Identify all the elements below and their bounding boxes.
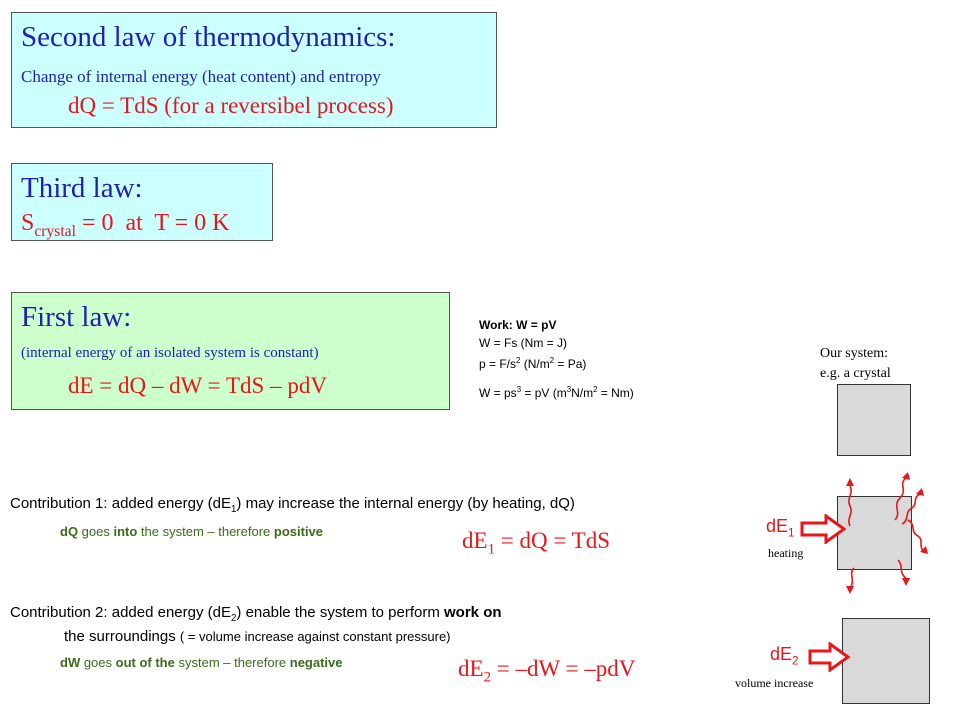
volume-increase-arrow — [808, 642, 851, 672]
second-law-title: Second law of thermodynamics: — [21, 21, 396, 53]
first-law-formula: dE = dQ – dW = TdS – pdV — [68, 373, 327, 398]
contribution-1-text: Contribution 1: added energy (dE1) may i… — [10, 495, 575, 515]
expanded-square — [842, 618, 930, 704]
entropy-symbol: S — [21, 210, 35, 236]
contribution-2-note: dW goes out of the system – therefore ne… — [60, 655, 343, 670]
first-law-title: First law: — [21, 301, 132, 333]
heating-arrow-label: dE1 — [766, 516, 795, 540]
work-line-2: p = F/s2 (N/m2 = Pa) — [479, 356, 587, 371]
third-law-statement: Scrystal = 0 at T = 0 K — [21, 210, 229, 241]
first-law-subtitle: (internal energy of an isolated system i… — [21, 345, 319, 361]
system-label-line-2: e.g. a crystal — [820, 366, 891, 381]
third-law-box: Third law: Scrystal = 0 at T = 0 K — [11, 163, 273, 241]
contribution-1-note: dQ goes into the system – therefore posi… — [60, 524, 324, 539]
work-line-3: W = ps3 = pV (m3N/m2 = Nm) — [479, 385, 634, 400]
first-law-box: First law: (internal energy of an isolat… — [11, 292, 450, 410]
heat-radiation-arrows — [846, 472, 928, 594]
contribution-2-text: Contribution 2: added energy (dE2) enabl… — [10, 604, 502, 624]
system-label-line-1: Our system: — [820, 346, 889, 361]
crystal-square — [837, 384, 911, 456]
work-line-1: W = Fs (Nm = J) — [479, 336, 567, 350]
second-law-subtitle: Change of internal energy (heat content)… — [21, 67, 381, 86]
contribution-2-text-line-2: the surroundings ( = volume increase aga… — [64, 628, 451, 645]
heated-square — [837, 496, 912, 570]
work-notes: Work: W = pV W = Fs (Nm = J) p = F/s2 (N… — [479, 316, 634, 402]
volume-increase-caption: volume increase — [735, 676, 814, 690]
heating-arrow — [800, 514, 847, 544]
volume-increase-arrow-label: dE2 — [770, 644, 799, 668]
entropy-subscript: crystal — [34, 222, 76, 240]
third-law-rest: = 0 at T = 0 K — [75, 210, 230, 236]
second-law-formula: dQ = TdS (for a reversibel process) — [68, 93, 394, 118]
contribution-2-formula: dE2 = –dW = –pdV — [458, 656, 636, 686]
second-law-box: Second law of thermodynamics: Change of … — [11, 12, 497, 128]
third-law-title: Third law: — [21, 172, 143, 204]
contribution-1-formula: dE1 = dQ = TdS — [462, 528, 611, 558]
work-heading: Work: W = pV — [479, 318, 557, 332]
system-label: Our system: e.g. a crystal — [820, 344, 891, 384]
heating-caption: heating — [768, 546, 804, 560]
